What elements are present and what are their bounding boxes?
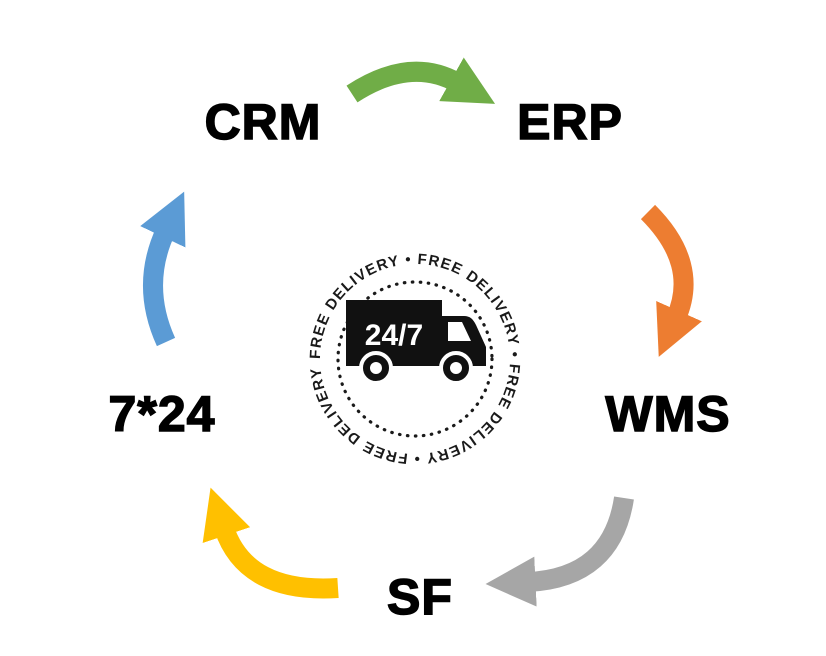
node-label-crm: CRM — [204, 93, 322, 151]
node-label-wms: WMS — [605, 385, 731, 443]
node-label-sf: SF — [386, 568, 453, 626]
arrow-wms-to-sf — [485, 496, 634, 607]
arrow-7x24-to-crm — [140, 191, 186, 347]
node-label-7x24: 7*24 — [108, 385, 216, 443]
badge-dotted-ring — [336, 280, 494, 438]
delivery-truck-icon: 24/7 — [346, 300, 486, 385]
arrow-crm-to-erp — [346, 57, 496, 104]
truck-cargo-box — [346, 300, 442, 366]
arrow-sf-to-7x24 — [202, 487, 339, 599]
truck-front-hub — [450, 362, 462, 374]
truck-window — [448, 322, 471, 341]
arrow-erp-to-wms — [640, 204, 702, 357]
truck-rear-hub — [370, 362, 382, 374]
node-label-erp: ERP — [516, 93, 623, 151]
truck-24-7-label: 24/7 — [365, 319, 423, 352]
